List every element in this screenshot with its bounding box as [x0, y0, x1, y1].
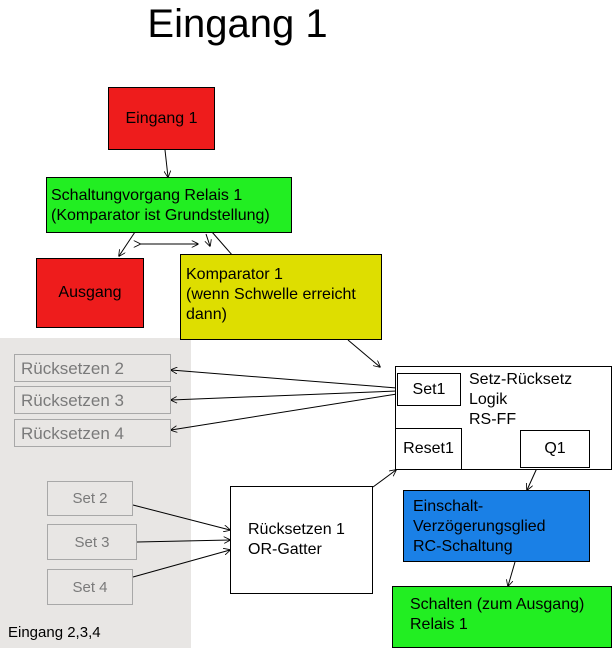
rs-line3: RS-FF	[469, 411, 517, 428]
node-reset1-label: Reset1	[403, 440, 454, 457]
edge-eingang-schaltung	[165, 149, 168, 177]
edge-set1-r3	[171, 390, 398, 400]
node-set-3-label: Set 3	[74, 533, 110, 551]
node-set-4-label: Set 4	[72, 578, 108, 596]
node-set1-label: Set1	[412, 380, 446, 398]
node-ruecksetzen-4-label: Rücksetzen 4	[21, 424, 124, 443]
node-einschalt-verzoegerung: Einschalt- Verzögerungsglied RC-Schaltun…	[403, 490, 590, 562]
node-ausgang: Ausgang	[36, 258, 144, 328]
node-set-3: Set 3	[47, 524, 137, 560]
node-set-2: Set 2	[47, 481, 133, 516]
node-rs-flipflop-text: Setz-Rücksetz Logik RS-FF	[469, 370, 572, 430]
node-ruecksetzen-2-label: Rücksetzen 2	[21, 359, 124, 378]
node-schaltungvorgang-line2: (Komparator ist Grundstellung)	[51, 207, 270, 224]
edge-or-reset1	[372, 470, 396, 488]
node-ruecksetzen-3-label: Rücksetzen 3	[21, 391, 124, 410]
edge-set4-or	[132, 550, 230, 578]
edge-komparator-set1	[347, 339, 380, 367]
node-eingang-1: Eingang 1	[108, 87, 215, 150]
node-set1: Set1	[397, 373, 461, 406]
node-eingang-1-label: Eingang 1	[125, 109, 198, 127]
node-komparator-line1: Komparator 1	[186, 266, 283, 283]
edge-einschalt-schalten	[508, 561, 516, 586]
edge-set1-r2	[171, 370, 398, 389]
node-schaltungvorgang-line1: Schaltungvorgang Relais 1	[51, 187, 243, 204]
node-q1-label: Q1	[544, 440, 566, 457]
edge-q1-einschalt	[527, 467, 538, 490]
einschalt-line3: RC-Schaltung	[413, 538, 513, 555]
rs-line1: Setz-Rücksetz	[469, 371, 573, 388]
einschalt-line2: Verzögerungsglied	[413, 518, 546, 535]
node-or-gatter-line2: OR-Gatter	[248, 541, 322, 558]
node-or-gatter: Rücksetzen 1 OR-Gatter	[230, 486, 373, 594]
schalten-line2: Relais 1	[410, 616, 468, 633]
node-ruecksetzen-2: Rücksetzen 2	[14, 354, 171, 382]
node-schaltungvorgang: Schaltungvorgang Relais 1 (Komparator is…	[46, 177, 292, 233]
edge-set1-r4	[171, 393, 398, 430]
node-or-gatter-line1: Rücksetzen 1	[248, 521, 345, 538]
node-ruecksetzen-3: Rücksetzen 3	[14, 386, 171, 414]
node-set-2-label: Set 2	[72, 490, 108, 507]
rs-line2: Logik	[469, 391, 508, 408]
edge-schaltung-komparator	[211, 231, 234, 257]
node-reset1: Reset1	[395, 428, 462, 470]
node-set-4: Set 4	[47, 569, 133, 605]
edge-set3-or	[136, 540, 230, 542]
node-ausgang-label: Ausgang	[58, 284, 122, 301]
node-komparator-line3: dann)	[186, 306, 227, 323]
node-komparator-line2: (wenn Schwelle erreicht	[186, 286, 356, 303]
edge-schaltung-ausgang	[119, 231, 136, 256]
node-schalten: Schalten (zum Ausgang) Relais 1	[392, 586, 612, 648]
einschalt-line1: Einschalt-	[413, 498, 484, 515]
inputs-panel-label: Eingang 2,3,4	[8, 624, 101, 641]
schalten-line1: Schalten (zum Ausgang)	[410, 596, 585, 613]
node-ruecksetzen-4: Rücksetzen 4	[14, 419, 171, 447]
node-q1: Q1	[520, 430, 590, 468]
node-komparator: Komparator 1 (wenn Schwelle erreicht dan…	[180, 254, 382, 340]
edge-set2-or	[132, 504, 230, 530]
diagram-title: Eingang 1	[147, 2, 328, 46]
